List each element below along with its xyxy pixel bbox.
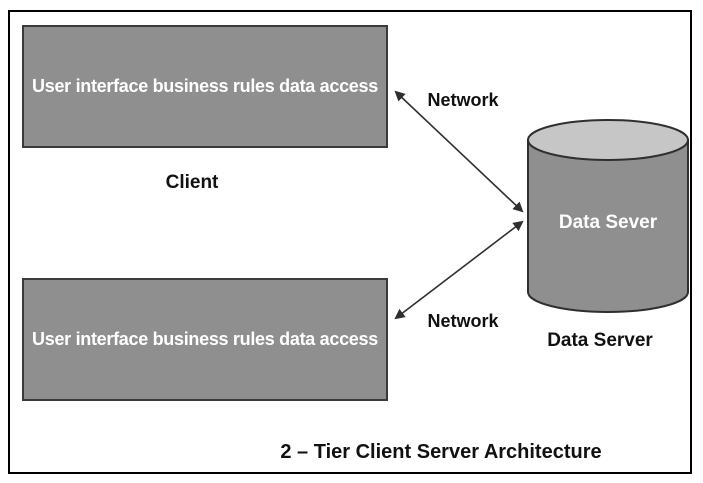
- database-cylinder-icon: [527, 119, 689, 313]
- client-box-bottom: User interface business rules data acces…: [22, 278, 388, 401]
- client-box-top-label: User interface business rules data acces…: [32, 76, 378, 96]
- client-box-bottom-label: User interface business rules data acces…: [32, 329, 378, 349]
- network-label-top: Network: [427, 90, 499, 110]
- network-arrow-top: [394, 90, 524, 213]
- client-box-top: User interface business rules data acces…: [22, 25, 388, 148]
- diagram-title: 2 – Tier Client Server Architecture: [280, 441, 602, 463]
- server-cylinder-label: Data Sever: [558, 212, 658, 233]
- network-label-bottom: Network: [427, 311, 499, 331]
- client-caption: Client: [165, 172, 219, 193]
- network-arrow-bottom: [394, 220, 524, 320]
- server-caption: Data Server: [547, 330, 653, 351]
